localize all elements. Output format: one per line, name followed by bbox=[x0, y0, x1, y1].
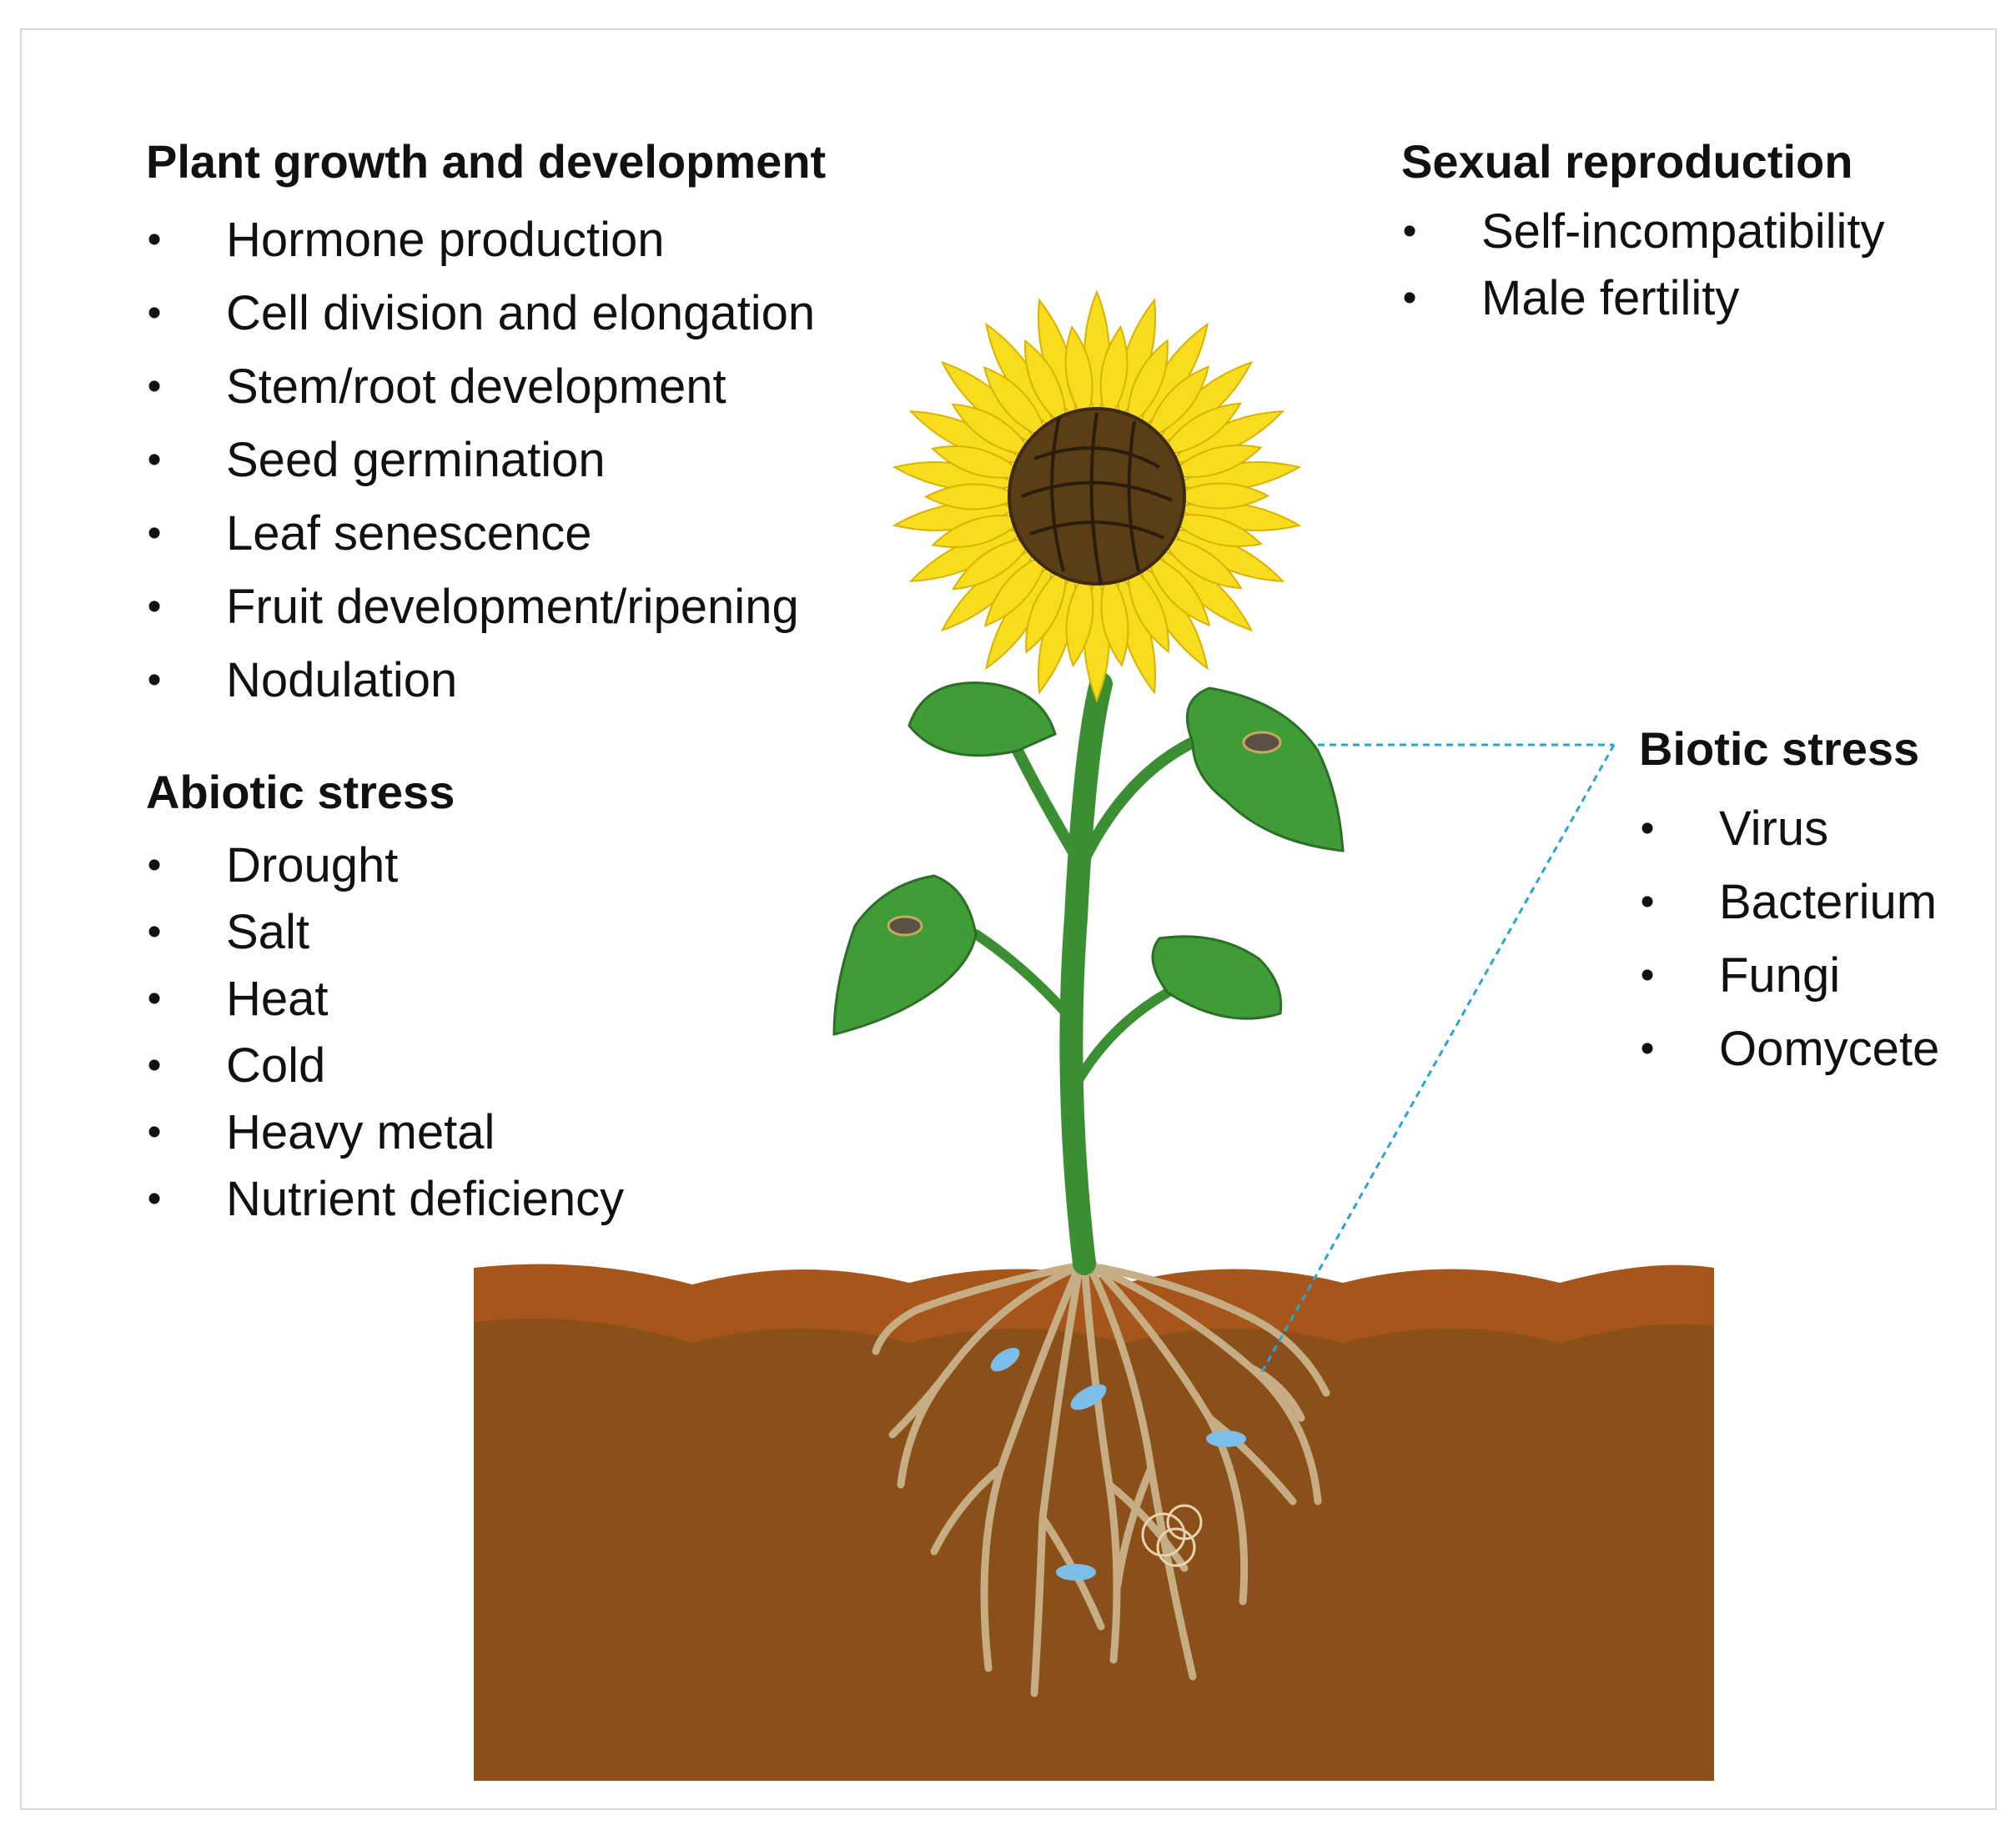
petal bbox=[1167, 445, 1263, 478]
abiotic-stress-section: Abiotic stress •Drought •Salt •Heat •Col… bbox=[146, 769, 624, 1233]
list-item: •Hormone production bbox=[147, 213, 665, 267]
roots bbox=[872, 1259, 1330, 1697]
leaf-lower-left bbox=[832, 874, 978, 1036]
leaf-upper-left bbox=[907, 681, 1057, 757]
leaf-lower-right bbox=[1151, 935, 1283, 1020]
biotic-stress-list: •Virus •Bacterium •Fungi •Oomycete bbox=[1639, 792, 1940, 1086]
petal bbox=[923, 483, 1024, 510]
list-item: •Male fertility bbox=[1402, 271, 1740, 325]
petal bbox=[931, 445, 1027, 479]
list-item: •Self-incompatibility bbox=[1402, 204, 1885, 259]
list-item: •Salt bbox=[147, 905, 309, 959]
petal bbox=[1167, 514, 1263, 547]
petal bbox=[983, 365, 1049, 441]
list-item: •Nodulation bbox=[147, 653, 458, 707]
petal bbox=[1126, 339, 1169, 430]
petal bbox=[1100, 568, 1129, 667]
sexual-reproduction-heading: Sexual reproduction bbox=[1401, 135, 1853, 188]
biotic-stress-heading: Biotic stress bbox=[1639, 722, 1920, 775]
leaf-lesion bbox=[887, 915, 923, 937]
soil-microbes bbox=[990, 1347, 1246, 1581]
list-item: •Cell division and elongation bbox=[147, 286, 816, 340]
petal bbox=[1158, 402, 1242, 457]
soil bbox=[474, 1264, 1714, 1781]
abiotic-stress-heading: Abiotic stress bbox=[146, 766, 455, 818]
petal bbox=[952, 535, 1036, 591]
petal bbox=[1065, 568, 1094, 668]
petal bbox=[1144, 551, 1211, 627]
list-item: •Drought bbox=[147, 838, 399, 892]
petal bbox=[1024, 339, 1067, 430]
petal bbox=[1025, 563, 1068, 654]
plant-growth-section: Plant growth and development •Hormone pr… bbox=[146, 138, 826, 717]
plant-growth-list: •Hormone production •Cell division and e… bbox=[146, 204, 826, 717]
petal bbox=[1159, 535, 1243, 590]
petal bbox=[951, 403, 1035, 457]
nodule-cluster bbox=[1141, 1504, 1203, 1567]
list-item: •Fruit development/ripening bbox=[147, 580, 799, 634]
microbe bbox=[1070, 1384, 1107, 1410]
list-item: •Fungi bbox=[1640, 948, 1841, 1003]
leaf-upper-right bbox=[1185, 686, 1345, 852]
petal bbox=[931, 515, 1027, 548]
petal bbox=[1169, 482, 1270, 510]
plant-growth-heading: Plant growth and development bbox=[146, 135, 827, 188]
petal bbox=[1127, 562, 1169, 654]
leaves bbox=[832, 681, 1345, 1036]
list-item: •Seed germination bbox=[147, 433, 606, 487]
list-item: •Stem/root development bbox=[147, 359, 726, 414]
stem bbox=[971, 672, 1199, 1275]
biotic-stress-connector bbox=[1258, 743, 1616, 1377]
list-item: •Bacterium bbox=[1640, 875, 1938, 929]
sunflower-petals bbox=[892, 289, 1302, 703]
microbe bbox=[1206, 1430, 1246, 1447]
list-item: •Heat bbox=[147, 972, 329, 1026]
sunflower-center-pattern bbox=[1021, 412, 1173, 585]
microbe bbox=[1056, 1564, 1096, 1581]
list-item: •Oomycete bbox=[1640, 1022, 1940, 1076]
petal bbox=[1099, 324, 1129, 425]
list-item: •Virus bbox=[1640, 802, 1829, 856]
list-item: •Nutrient deficiency bbox=[147, 1172, 625, 1226]
sexual-reproduction-list: •Self-incompatibility •Male fertility bbox=[1401, 199, 1885, 332]
petal bbox=[1064, 325, 1093, 425]
figure-frame bbox=[20, 28, 1997, 1810]
microbe bbox=[990, 1347, 1020, 1372]
petal bbox=[983, 551, 1049, 627]
soil-body bbox=[474, 1318, 1714, 1781]
abiotic-stress-list: •Drought •Salt •Heat •Cold •Heavy metal … bbox=[146, 832, 625, 1233]
petal bbox=[1144, 365, 1210, 441]
list-item: •Heavy metal bbox=[147, 1105, 495, 1159]
biotic-stress-section: Biotic stress •Virus •Bacterium •Fungi •… bbox=[1639, 726, 1939, 1086]
list-item: •Cold bbox=[147, 1038, 326, 1093]
list-item: •Leaf senescence bbox=[147, 506, 592, 561]
leaf-lesion bbox=[1242, 731, 1282, 754]
sexual-reproduction-section: Sexual reproduction •Self-incompatibilit… bbox=[1401, 138, 1885, 332]
